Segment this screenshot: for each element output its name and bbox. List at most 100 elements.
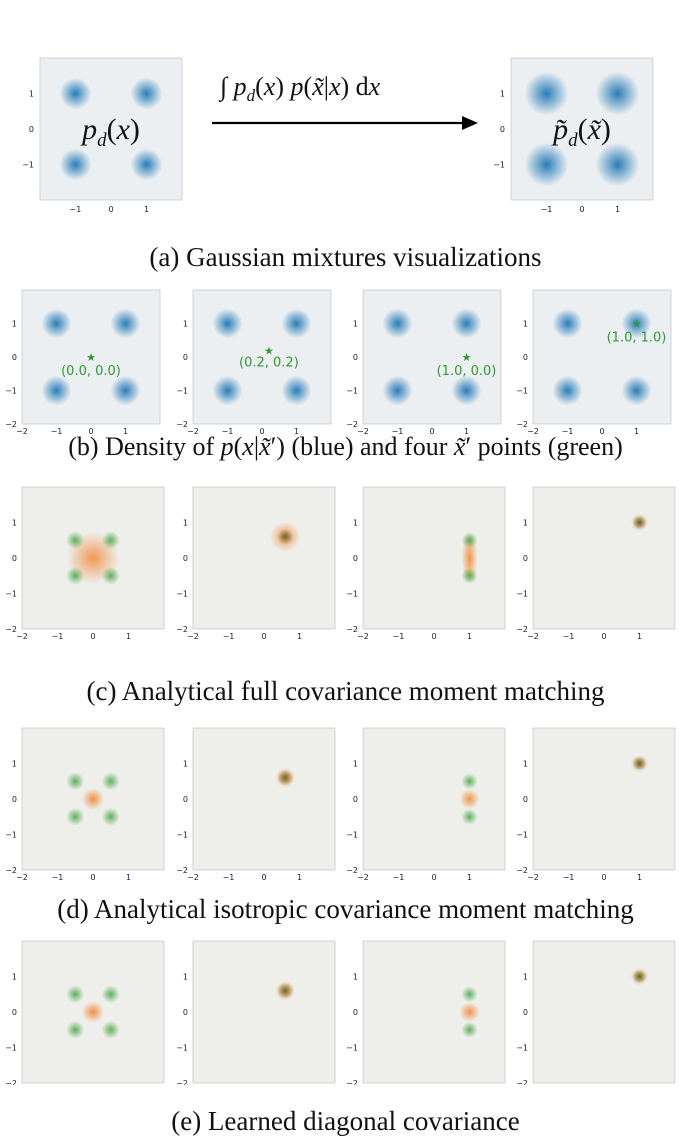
y-tick-label: 1 (523, 320, 528, 329)
mixture-component (110, 375, 141, 406)
y-tick-label: 0 (500, 125, 505, 134)
x-tick-label: 1 (144, 205, 149, 214)
x-tilde-point-label: (0.0, 0.0) (61, 364, 121, 379)
true-density (66, 985, 85, 1004)
true-density (66, 772, 85, 791)
x-tick-label: 1 (464, 427, 469, 436)
x-tick-label: 0 (431, 632, 436, 641)
y-tick-label: −1 (5, 831, 17, 840)
y-tick-label: 1 (183, 973, 188, 982)
x-tick-label: 0 (90, 632, 95, 641)
axes-frame (362, 289, 502, 425)
x-tick-label: 0 (429, 427, 434, 436)
x-tick-label: −1 (392, 427, 404, 436)
true-density (461, 532, 478, 549)
y-tick-label: 1 (183, 760, 188, 769)
true-density (277, 982, 294, 999)
x-tilde-star: ★ (264, 345, 274, 357)
true-density (632, 756, 647, 771)
x-tick-label: −1 (52, 873, 64, 882)
y-tick-label: −2 (346, 420, 358, 429)
x-tick-label: 0 (599, 427, 604, 436)
transform-label: ∫ pd(x) p(x̃|x) dx (218, 72, 381, 105)
mixture-component (281, 375, 312, 406)
axes-frame (192, 727, 336, 871)
mixture-component (552, 308, 583, 339)
mixture-component (451, 375, 482, 406)
y-tick-label: −2 (516, 866, 528, 875)
y-tick-label: −1 (5, 1044, 17, 1053)
x-tick-label: 1 (297, 873, 302, 882)
mixture-component (281, 308, 312, 339)
caption-b: (b) Density of p(x|x̃′) (blue) and four … (68, 432, 623, 461)
y-tick-label: −1 (346, 387, 358, 396)
caption-e: (e) Learned diagonal covariance (171, 1106, 520, 1136)
axes-frame (362, 486, 506, 630)
x-tilde-point-label: (1.0, 1.0) (607, 331, 667, 346)
axes-frame (532, 940, 676, 1084)
axes-frame (532, 486, 676, 630)
y-tick-label: −2 (516, 420, 528, 429)
x-tick-label: −1 (541, 205, 553, 214)
y-tick-label: −1 (22, 161, 34, 170)
y-tick-label: 0 (183, 1008, 188, 1017)
x-tick-label: 0 (601, 632, 606, 641)
true-density (66, 531, 85, 550)
y-tick-label: 0 (523, 554, 528, 563)
x-tick-label: 0 (261, 632, 266, 641)
y-tick-label: −2 (176, 420, 188, 429)
y-tick-label: 0 (523, 795, 528, 804)
x-tick-label: −1 (222, 427, 234, 436)
true-density (101, 531, 120, 550)
x-tick-label: −2 (357, 632, 369, 641)
y-tick-label: 1 (12, 320, 17, 329)
x-tick-label: −1 (562, 427, 574, 436)
y-tick-label: 1 (523, 519, 528, 528)
y-tick-label: −1 (176, 387, 188, 396)
predicted-density (82, 788, 104, 810)
x-tick-label: 0 (259, 427, 264, 436)
true-density (101, 772, 120, 791)
x-tick-label: −1 (393, 873, 405, 882)
y-tick-label: −1 (516, 1044, 528, 1053)
mixture-component (41, 375, 72, 406)
mixture-component (59, 148, 92, 181)
y-tick-label: −1 (516, 590, 528, 599)
x-tilde-point-label: (1.0, 0.0) (437, 364, 497, 379)
caption-c: (c) Analytical full covariance moment ma… (86, 676, 605, 706)
x-tick-label: 1 (467, 873, 472, 882)
y-tick-label: −1 (176, 831, 188, 840)
true-density (277, 769, 294, 786)
y-tick-label: 0 (523, 353, 528, 362)
x-tick-label: 0 (431, 873, 436, 882)
y-tick-label: 0 (183, 795, 188, 804)
y-tick-label: 0 (12, 353, 17, 362)
row-e-svg: −2−101−2−101−2−101−2−101−2−101−2−101−2−1… (5, 940, 676, 1095)
x-tick-label: 1 (294, 427, 299, 436)
x-tick-label: 0 (88, 427, 93, 436)
mixture-component (552, 375, 583, 406)
density-label: p̃d(x̃) (551, 113, 611, 151)
y-tick-label: −2 (346, 625, 358, 634)
y-tick-label: 0 (353, 795, 358, 804)
x-tick-label: 1 (615, 205, 620, 214)
y-tick-label: −2 (516, 625, 528, 634)
mixture-component (130, 77, 163, 110)
x-tick-label: 1 (123, 427, 128, 436)
axes-frame (39, 57, 183, 201)
y-tick-label: −2 (5, 625, 17, 634)
axes-frame (532, 727, 676, 871)
x-tick-label: −2 (527, 873, 539, 882)
mixture-component (524, 71, 569, 116)
x-tick-label: 1 (634, 427, 639, 436)
y-tick-label: 1 (29, 90, 34, 99)
y-tick-label: 1 (353, 320, 358, 329)
mixture-component (130, 148, 163, 181)
y-tick-label: 1 (353, 973, 358, 982)
mixture-component (621, 308, 652, 339)
true-density (101, 1020, 120, 1039)
x-tick-label: −2 (16, 632, 28, 641)
x-tick-label: −1 (563, 632, 575, 641)
y-tick-label: 1 (353, 519, 358, 528)
